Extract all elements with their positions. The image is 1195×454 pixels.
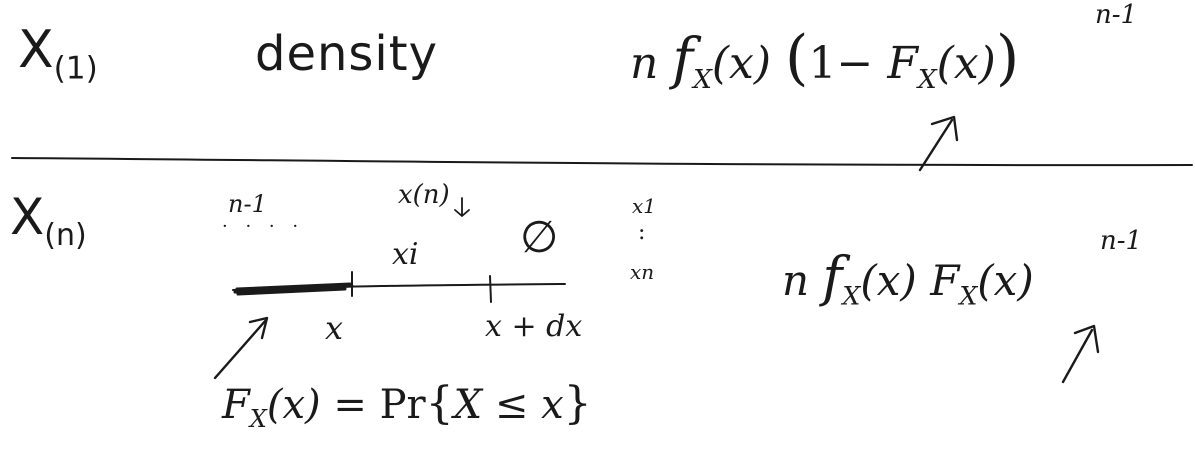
bottom-formula-f: f [822, 245, 843, 308]
xn-label: x(n) [398, 180, 450, 210]
top-formula-F: F [887, 38, 918, 89]
arrowhead-right [1073, 324, 1100, 354]
bottom-formula-F-sub: X [959, 281, 978, 311]
top-density-formula: n fX(x) (1− FX(x)) [630, 28, 1019, 92]
bottom-formula-power: n-1 [1100, 226, 1143, 256]
cdf-prob: Pr [379, 382, 426, 428]
cdf-F-arg: (x) [266, 382, 321, 428]
list-dots: : [638, 220, 646, 245]
bottom-formula-F: F [930, 256, 960, 305]
list-first: x1 [632, 194, 657, 218]
top-variable-x1: X(1) [18, 24, 98, 84]
cdf-definition: FX(x) = Pr{X ≤ x} [222, 382, 592, 432]
arrow-up-to-cdf-term [918, 118, 954, 172]
top-formula-f-sub: X [693, 63, 712, 95]
left-dots: · · · · [222, 216, 305, 237]
top-formula-power: n-1 [1095, 0, 1138, 30]
top-variable-index: (1) [53, 50, 98, 87]
top-formula-f: f [672, 27, 694, 92]
top-formula-one-minus: 1− [808, 38, 874, 89]
cdf-F: F [222, 382, 250, 428]
density-label: density [255, 26, 438, 82]
arrow-up-to-power [1061, 328, 1094, 384]
arrowhead-left [248, 316, 269, 340]
arrowhead-top [930, 115, 959, 142]
arrow-to-hatched [213, 318, 268, 380]
top-formula-bracket-open: ( [785, 23, 809, 93]
bottom-variable: X [10, 188, 45, 246]
top-formula-F-arg: (x) [936, 38, 996, 89]
bottom-variable-xn: X(n) [10, 192, 87, 251]
top-formula-F-sub: X [917, 63, 937, 95]
cdf-set-open: { [425, 378, 454, 429]
arrow-down-from-xn [454, 197, 470, 217]
top-formula-n: n [630, 38, 659, 89]
list-last: xn [630, 260, 655, 284]
xi-label: xi [392, 237, 419, 272]
bottom-density-formula: n fX(x) FX(x) [782, 250, 1034, 309]
top-formula-f-arg: (x) [711, 38, 772, 89]
empty-set-symbol: ∅ [520, 212, 559, 263]
cdf-equals: = [333, 382, 367, 428]
point-x-label: x [325, 309, 344, 347]
top-variable: X [18, 20, 54, 80]
bottom-formula-f-arg: (x) [860, 256, 917, 305]
bottom-formula-F-arg: (x) [977, 256, 1034, 305]
top-formula-bracket-close: ) [995, 23, 1020, 93]
left-count-label: n-1 [228, 190, 267, 218]
cdf-condition: X ≤ x [453, 382, 564, 428]
tick-x-dx [489, 275, 492, 303]
cdf-F-sub: X [249, 405, 267, 433]
bottom-formula-n: n [782, 256, 810, 305]
cdf-set-close: } [563, 378, 592, 429]
bottom-variable-index: (n) [44, 218, 87, 253]
bottom-formula-f-sub: X [842, 281, 861, 311]
point-x-dx-label: x + dx [485, 309, 583, 344]
divider-line [11, 157, 1193, 167]
hatched-segment [233, 282, 354, 296]
